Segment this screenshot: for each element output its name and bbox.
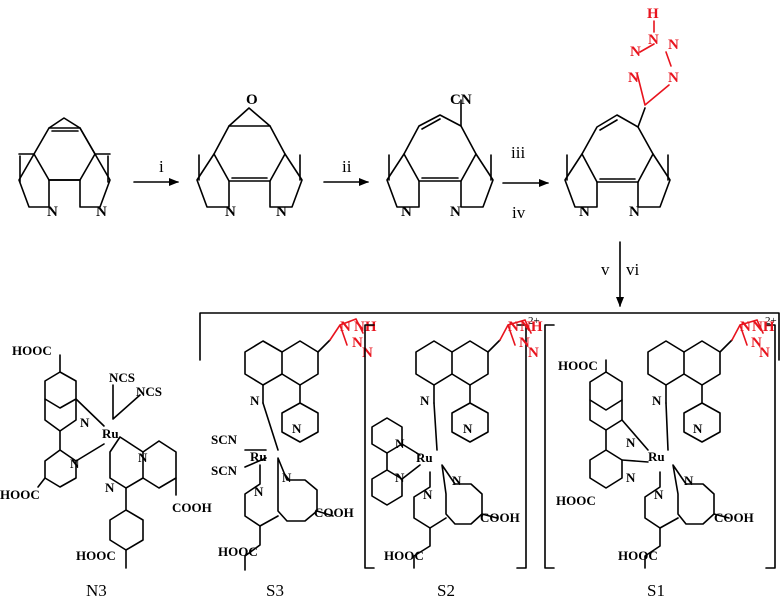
atom-hooc: HOOC [76, 548, 116, 563]
caption-n3: N3 [86, 581, 107, 600]
atom-n: N [693, 421, 703, 436]
atom-n: N [225, 204, 236, 220]
atom-hooc: HOOC [618, 548, 658, 563]
atom-n: N [362, 345, 373, 361]
s2-complex [371, 339, 501, 569]
tetrazolyl-phenanthroline-molecule [564, 107, 671, 208]
s2-tetrazole [499, 319, 532, 346]
s2-bracket-right [516, 324, 527, 569]
atom-n: N [276, 204, 287, 220]
atom-ru: Ru [250, 449, 267, 464]
charge-s2: 2+ [528, 315, 540, 327]
atom-n: N [508, 319, 519, 335]
atom-n: N [626, 435, 636, 450]
atom-n: N [684, 473, 694, 488]
atom-n: N [759, 345, 770, 361]
atom-hooc: HOOC [384, 548, 424, 563]
atom-cn: CN [450, 92, 472, 108]
s3-complex [244, 339, 334, 571]
atom-hooc: HOOC [556, 493, 596, 508]
atom-n: N [648, 32, 659, 48]
atom-ru: Ru [416, 450, 433, 465]
atom-cooh: COOH [714, 510, 754, 525]
atom-ncs: NCS [136, 384, 162, 399]
atom-nh: NH [520, 319, 543, 335]
distribution-bracket [199, 312, 780, 361]
s2-bracket-left [364, 324, 375, 569]
atom-n: N [420, 393, 430, 408]
atom-hooc: HOOC [0, 487, 40, 502]
atom-n: N [652, 393, 662, 408]
atom-n: N [80, 415, 90, 430]
charge-s1: 2+ [765, 315, 777, 327]
atom-n: N [450, 204, 461, 220]
epoxide-molecule [196, 107, 303, 208]
atom-n: N [668, 37, 679, 53]
atom-n: N [519, 335, 530, 351]
atom-n: N [292, 421, 302, 436]
phenanthroline-molecule [18, 117, 111, 208]
s1-bracket-left [544, 324, 555, 569]
atom-n: N [579, 204, 590, 220]
caption-s1: S1 [647, 581, 665, 600]
atom-cooh: COOH [480, 510, 520, 525]
atom-n: N [740, 319, 751, 335]
atom-n: N [254, 484, 264, 499]
atom-n: N [138, 450, 148, 465]
atom-n: N [423, 487, 433, 502]
tetrazole-ring [636, 20, 672, 106]
atom-n: N [340, 319, 351, 335]
atom-ru: Ru [648, 449, 665, 464]
atom-n: N [751, 335, 762, 351]
atom-scn: SCN [211, 432, 238, 447]
atom-n: N [282, 470, 292, 485]
atom-n: N [250, 393, 260, 408]
s1-tetrazole [731, 319, 764, 346]
atom-n: N [352, 335, 363, 351]
atom-n: N [630, 44, 641, 60]
atom-n: N [47, 204, 58, 220]
atom-n: N [668, 70, 679, 86]
atom-n: N [452, 473, 462, 488]
caption-s2: S2 [437, 581, 455, 600]
s1-complex [589, 339, 733, 569]
atom-scn: SCN [211, 463, 238, 478]
step-label-iii: iii [511, 143, 525, 162]
atom-hooc: HOOC [218, 544, 258, 559]
step-label-vi: vi [626, 260, 640, 279]
atom-n: N [628, 70, 639, 86]
atom-hooc: HOOC [558, 358, 598, 373]
atom-n: N [629, 204, 640, 220]
atom-nh: NH [752, 319, 775, 335]
atom-n: N [654, 487, 664, 502]
s3-tetrazole [329, 318, 364, 346]
atom-n: N [528, 345, 539, 361]
step-label-i: i [159, 157, 164, 176]
atom-n: N [395, 436, 405, 451]
atom-n: N [463, 421, 473, 436]
nitrile-molecule [386, 99, 494, 208]
atom-n: N [395, 470, 405, 485]
atom-ncs: NCS [109, 370, 135, 385]
atom-n: N [105, 480, 115, 495]
atom-n: N [401, 204, 412, 220]
atom-cooh: COOH [314, 505, 354, 520]
step-label-ii: ii [342, 157, 352, 176]
caption-s3: S3 [266, 581, 284, 600]
atom-ru: Ru [102, 426, 119, 441]
atom-n: N [70, 456, 80, 471]
n3-complex [37, 354, 177, 569]
s1-bracket-right [765, 324, 776, 569]
atom-n: N [626, 470, 636, 485]
step-label-iv: iv [512, 203, 526, 222]
atom-h: H [647, 6, 659, 22]
atom-cooh: COOH [172, 500, 212, 515]
atom-hooc: HOOC [12, 343, 52, 358]
step-label-v: v [601, 260, 610, 279]
atom-o: O [246, 92, 258, 108]
atom-n: N [96, 204, 107, 220]
